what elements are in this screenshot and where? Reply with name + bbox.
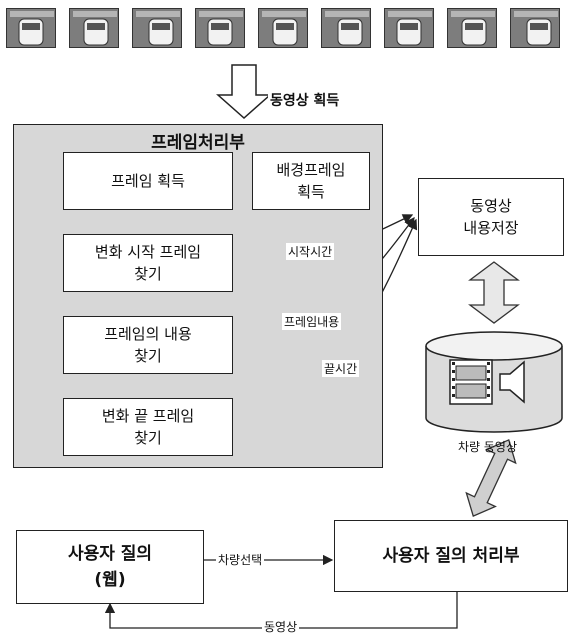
video-frame-thumbnail bbox=[195, 8, 245, 48]
step-find-change-end: 변화 끝 프레임 찾기 bbox=[63, 398, 233, 456]
storage-db-double-arrow bbox=[468, 261, 520, 324]
video-content-storage: 동영상 내용저장 bbox=[418, 178, 564, 256]
video-frame-thumbnail bbox=[510, 8, 560, 48]
video-frame-thumbnail bbox=[258, 8, 308, 48]
video-frame-thumbnail bbox=[384, 8, 434, 48]
vehicle-video-db-label: 차량 동영상 bbox=[458, 440, 518, 454]
step-frame-acquire: 프레임 획득 bbox=[63, 152, 233, 210]
video-frame-thumbnail bbox=[447, 8, 497, 48]
video-database-cylinder bbox=[425, 331, 563, 433]
video-frame-thumbnail bbox=[321, 8, 371, 48]
video-acquire-label: 동영상 획득 bbox=[268, 90, 342, 110]
video-return-label: 동영상 bbox=[262, 618, 300, 635]
user-query-processor: 사용자 질의 처리부 bbox=[334, 520, 568, 592]
start-time-label: 시작시간 bbox=[286, 243, 335, 260]
speaker-icon bbox=[499, 360, 525, 404]
vehicle-select-label: 차량선택 bbox=[216, 551, 265, 568]
step-find-frame-content: 프레임의 내용 찾기 bbox=[63, 316, 233, 374]
frame-content-label: 프레임내용 bbox=[282, 313, 342, 330]
acquire-arrow bbox=[216, 64, 272, 120]
frame-processor-title: 프레임처리부 bbox=[151, 133, 245, 153]
db-query-double-arrow bbox=[465, 439, 517, 517]
step-find-change-start: 변화 시작 프레임 찾기 bbox=[63, 234, 233, 292]
video-frame-thumbnail bbox=[6, 8, 56, 48]
video-frame-thumbnail bbox=[132, 8, 182, 48]
video-frame-thumbnail bbox=[69, 8, 119, 48]
user-query-web: 사용자 질의 (웹) bbox=[16, 530, 204, 604]
end-time-label: 끝시간 bbox=[322, 360, 360, 377]
background-frame-acquire: 배경프레임 획득 bbox=[252, 152, 370, 210]
